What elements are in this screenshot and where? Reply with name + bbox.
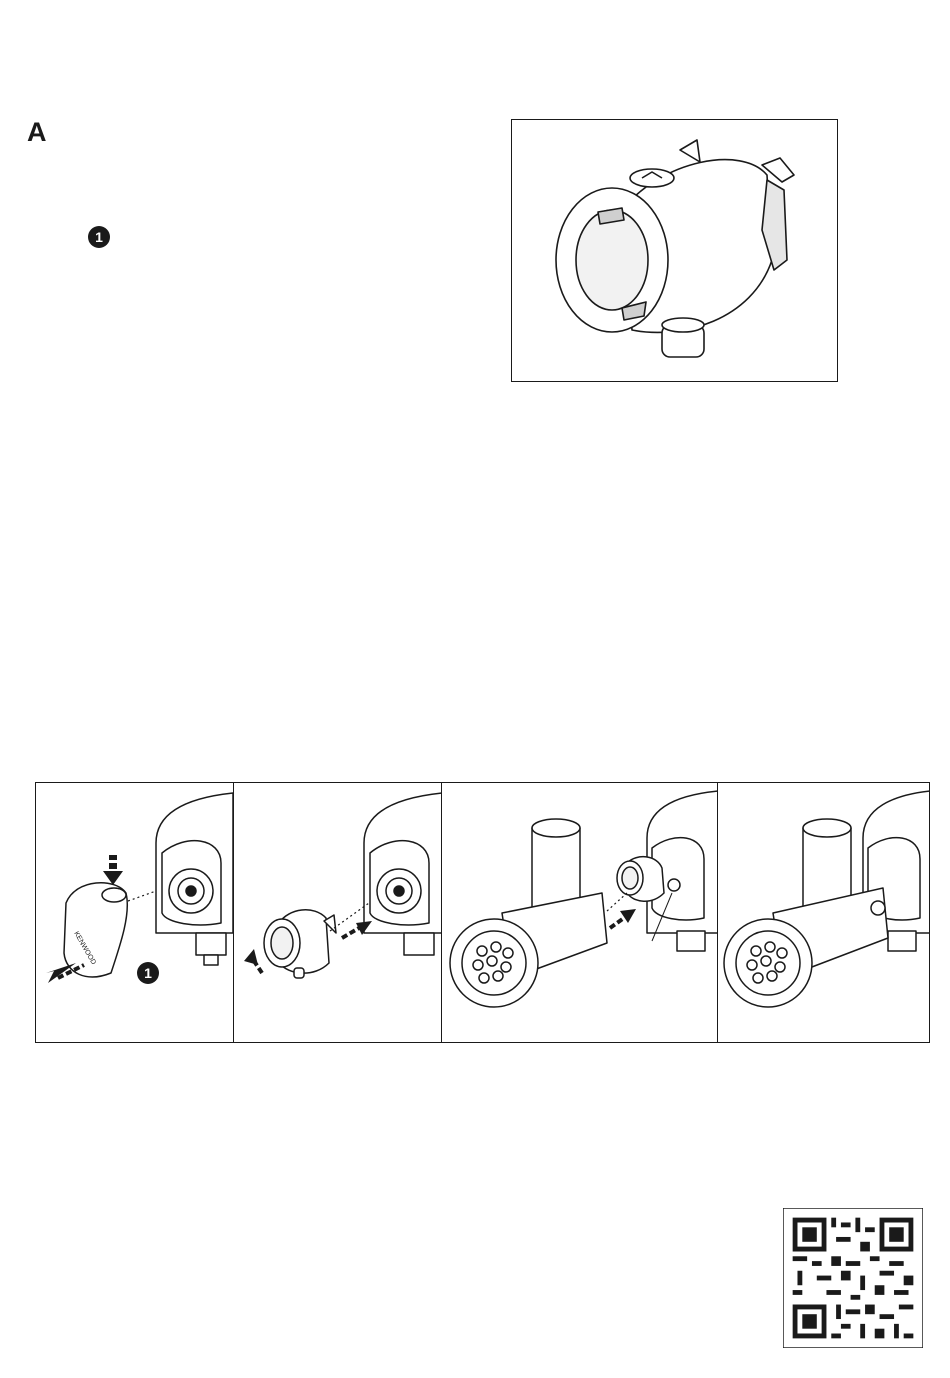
panel-fit-mincer bbox=[441, 783, 717, 1042]
qr-code-icon bbox=[783, 1208, 923, 1348]
step-badge: 1 bbox=[88, 226, 110, 248]
panel-fit-adapter bbox=[233, 783, 441, 1042]
qr-code bbox=[783, 1208, 923, 1348]
mincer-fitting-illustration bbox=[442, 783, 717, 1042]
mincer-assembled-illustration bbox=[718, 783, 929, 1042]
attachment-outlet-illustration bbox=[512, 120, 837, 381]
assembly-steps-strip: KENWOOD 1 bbox=[35, 782, 930, 1043]
adapter-fitting-illustration bbox=[234, 783, 441, 1042]
panel-remove-cover: KENWOOD 1 bbox=[36, 783, 233, 1042]
section-letter: A bbox=[27, 117, 47, 148]
step-number: 1 bbox=[144, 965, 152, 981]
figure-outlet-adapter bbox=[511, 119, 838, 382]
cover-removal-illustration: KENWOOD 1 bbox=[36, 783, 233, 1042]
panel-assembled bbox=[717, 783, 929, 1042]
